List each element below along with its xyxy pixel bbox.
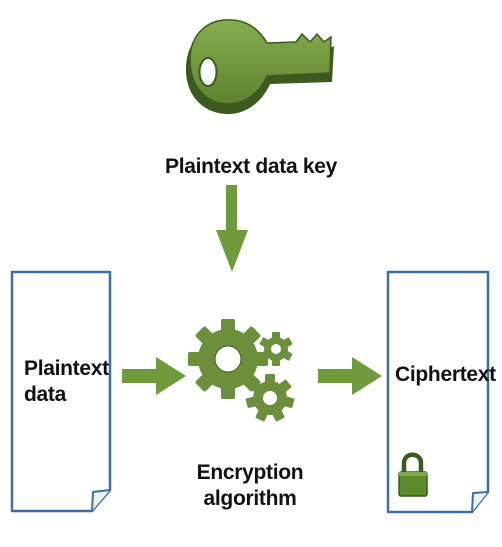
algorithm-label-line2: algorithm — [203, 487, 297, 510]
right-arrow-icon — [122, 357, 186, 395]
padlock-icon — [398, 452, 428, 497]
right-arrow-icon — [318, 357, 382, 395]
plaintext-label: Plaintext data — [24, 356, 119, 408]
ciphertext-document-icon — [386, 270, 490, 514]
key-label: Plaintext data key — [164, 155, 337, 178]
plaintext-document-icon — [10, 270, 112, 513]
key-icon — [186, 19, 334, 114]
algorithm-label-line1: Encryption — [196, 461, 304, 484]
plaintext-label-line2: data — [24, 383, 66, 406]
ciphertext-label: Ciphertext — [395, 363, 496, 386]
plaintext-label-line1: Plaintext — [24, 357, 109, 380]
gears-icon — [188, 319, 295, 422]
down-arrow-icon — [216, 185, 248, 272]
algorithm-label: Encryption algorithm — [170, 460, 330, 512]
